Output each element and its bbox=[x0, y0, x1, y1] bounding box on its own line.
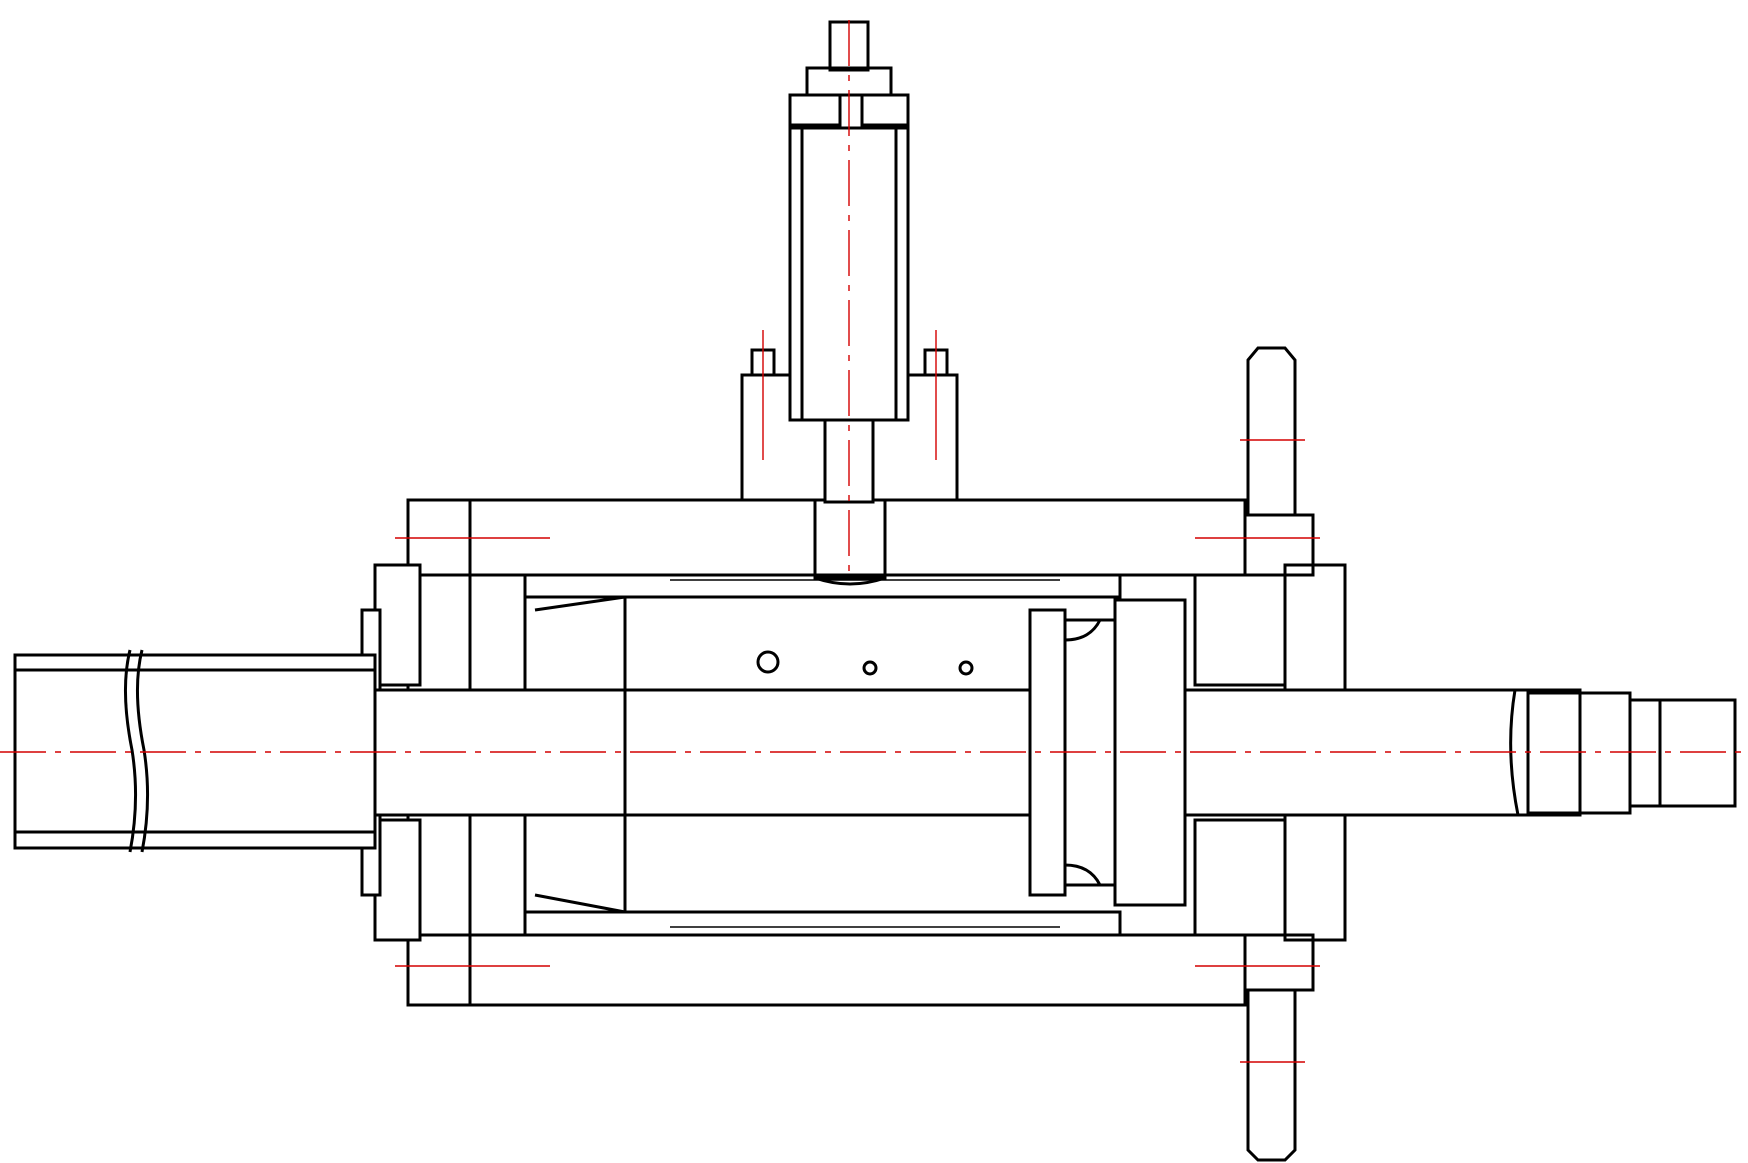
right-flange bbox=[1240, 346, 1305, 1162]
centerlines bbox=[0, 20, 1748, 967]
ports bbox=[756, 650, 974, 676]
rod-end-coupling bbox=[1509, 689, 1737, 816]
left-tube bbox=[13, 649, 377, 853]
